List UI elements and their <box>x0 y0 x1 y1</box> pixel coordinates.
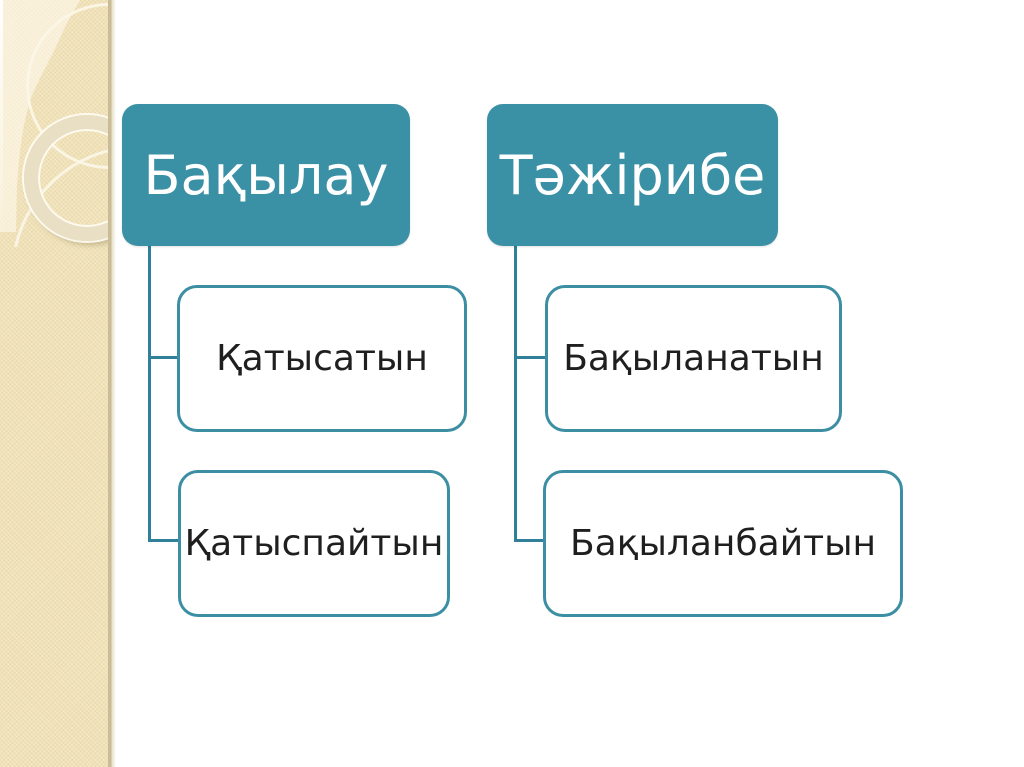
diagram-child-left-1: Қатысатын <box>177 285 467 432</box>
sidebar-left-highlight <box>0 0 3 240</box>
diagram-child-left-2-label: Қатыспайтын <box>184 523 444 564</box>
diagram-child-right-1: Бақыланатын <box>545 285 842 432</box>
diagram-child-left-1-label: Қатысатын <box>216 338 428 379</box>
diagram-header-right: Тәжірибе <box>487 104 778 246</box>
diagram-child-right-1-label: Бақыланатын <box>563 338 824 379</box>
connector-left-branch-1 <box>148 356 178 359</box>
diagram-child-right-2-label: Бақыланбайтын <box>569 523 877 564</box>
diagram-header-left: Бақылау <box>122 104 410 246</box>
connector-right-branch-2 <box>514 539 544 542</box>
connector-left-branch-2 <box>148 539 179 542</box>
sidebar-decoration <box>0 0 108 767</box>
connector-right-branch-1 <box>514 356 546 359</box>
connector-right-vertical <box>514 246 517 542</box>
diagram-header-left-label: Бақылау <box>143 143 389 207</box>
diagram-child-left-2: Қатыспайтын <box>178 470 450 617</box>
diagram-header-right-label: Тәжірибе <box>499 143 766 207</box>
diagram-child-right-2: Бақыланбайтын <box>543 470 903 617</box>
connector-left-vertical <box>148 246 151 542</box>
sidebar-edge-shadow <box>108 0 116 767</box>
